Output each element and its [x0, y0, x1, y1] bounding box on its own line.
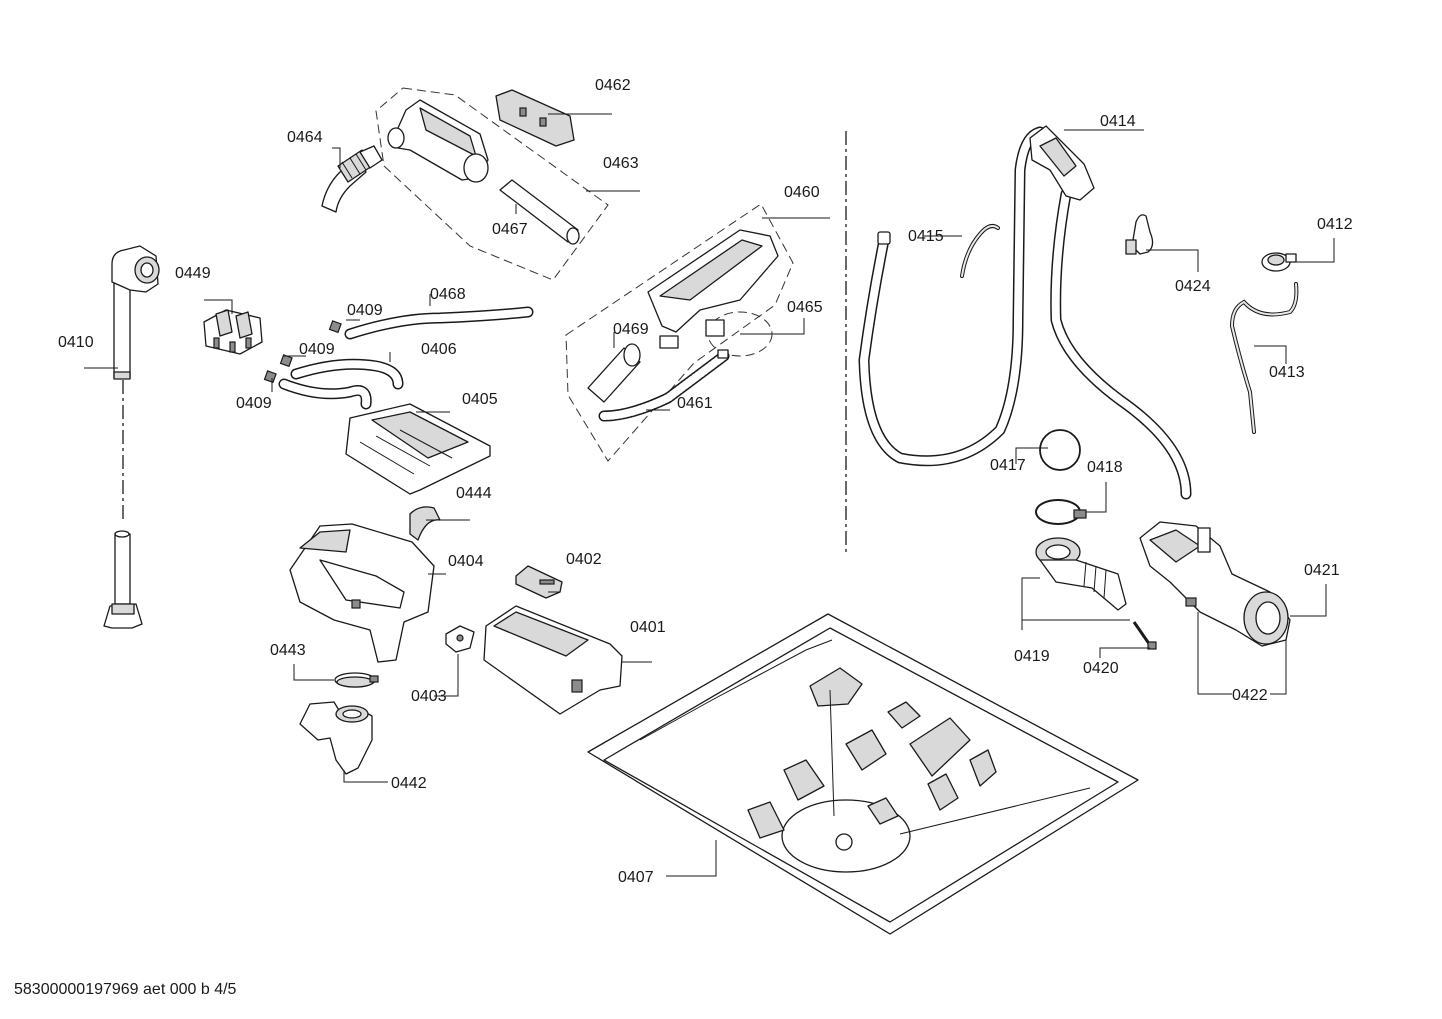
group-outline-detergent-drawer-housing: [375, 87, 609, 281]
label-0402: 0402: [566, 551, 602, 568]
part-0420-screw: [1132, 621, 1157, 650]
label-0420: 0420: [1083, 660, 1119, 677]
label-0465: 0465: [787, 299, 823, 316]
part-0409-clip-b: [279, 354, 293, 368]
label-0444: 0444: [456, 485, 492, 502]
document-id: 58300000197969 aet 000 b 4/5: [14, 981, 237, 998]
label-0401: 0401: [630, 619, 666, 636]
part-0463-drawer-housing: [387, 99, 489, 183]
part-0424-hook: [1125, 214, 1154, 255]
label-0421: 0421: [1304, 562, 1340, 579]
label-0443: 0443: [270, 642, 306, 659]
label-0409-a: 0409: [347, 302, 383, 319]
part-0414-drain-hose: [858, 125, 1192, 500]
label-0464: 0464: [287, 129, 323, 146]
label-0414: 0414: [1100, 113, 1136, 130]
label-0404: 0404: [448, 553, 484, 570]
label-0467: 0467: [492, 221, 528, 238]
part-0409-clip-c: [263, 370, 277, 384]
label-0417: 0417: [990, 457, 1026, 474]
label-0424: 0424: [1175, 278, 1211, 295]
label-0406: 0406: [421, 341, 457, 358]
part-0469-sleeve: [587, 343, 641, 403]
part-0443-hose-clamp: [334, 672, 379, 688]
label-0419: 0419: [1014, 648, 1050, 665]
part-0417-seal-ring: [1039, 429, 1081, 471]
part-0413-pressure-tube: [1229, 282, 1299, 434]
part-0402-grip: [515, 565, 563, 599]
label-0407: 0407: [618, 869, 654, 886]
part-0403-insert: [445, 625, 475, 653]
part-0460-module: [647, 229, 779, 349]
label-0469: 0469: [613, 321, 649, 338]
label-0410: 0410: [58, 334, 94, 351]
part-0406-hose: [278, 358, 404, 410]
part-0449-inlet-valve: [203, 309, 263, 355]
part-0419-sump-hose: [1035, 537, 1127, 611]
label-0412: 0412: [1317, 216, 1353, 233]
label-0418: 0418: [1087, 459, 1123, 476]
label-0449: 0449: [175, 265, 211, 282]
part-0405-drawer-insert: [345, 403, 491, 495]
label-0413: 0413: [1269, 364, 1305, 381]
label-0468: 0468: [430, 286, 466, 303]
part-0410-fill-pipe: [103, 245, 160, 629]
part-0421-0422-drain-pump: [1139, 521, 1291, 647]
part-0444-siphon-cap: [409, 506, 441, 541]
label-0415: 0415: [908, 228, 944, 245]
label-0403: 0403: [411, 688, 447, 705]
label-0461: 0461: [677, 395, 713, 412]
part-0412-pressure-switch: [1261, 252, 1297, 272]
part-0467-tube: [499, 179, 580, 245]
label-0462: 0462: [595, 77, 631, 94]
label-0405: 0405: [462, 391, 498, 408]
part-0468-hose: [344, 306, 534, 340]
part-0409-clip-a: [328, 320, 342, 334]
part-0407-base-plate: [587, 613, 1139, 935]
part-0462-control-board: [495, 89, 575, 147]
label-0409-c: 0409: [236, 395, 272, 412]
label-0460: 0460: [784, 184, 820, 201]
label-0422: 0422: [1232, 687, 1268, 704]
part-0415-hose-bracket: [960, 224, 1000, 278]
part-0404-dispenser-tub: [289, 523, 435, 663]
label-0409-b: 0409: [299, 341, 335, 358]
part-0401-detergent-drawer: [483, 605, 623, 715]
leader-lines: [84, 113, 1335, 877]
label-0463: 0463: [603, 155, 639, 172]
part-0442-sump-elbow: [299, 701, 373, 775]
part-0464-bellows-hose: [321, 145, 383, 213]
part-labels: 0462 0464 0463 0467 0460 0414 0415 0412 …: [58, 77, 1353, 886]
part-0461-spring-hose: [598, 349, 730, 422]
label-0442: 0442: [391, 775, 427, 792]
part-0418-clamp: [1035, 499, 1087, 525]
